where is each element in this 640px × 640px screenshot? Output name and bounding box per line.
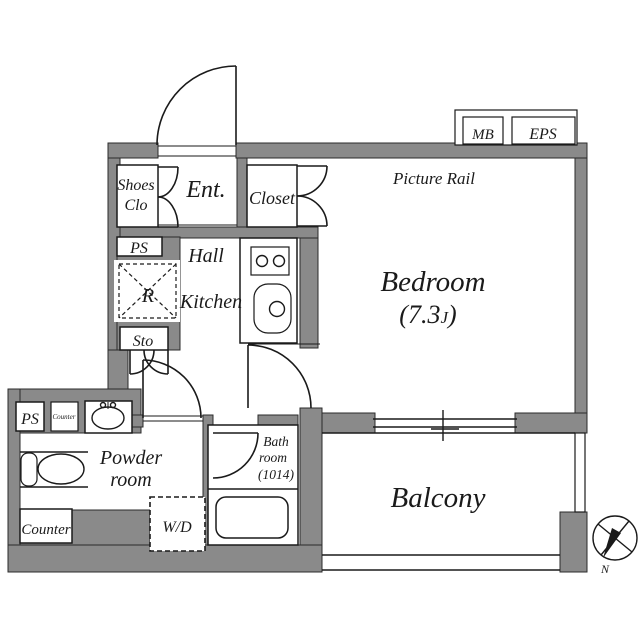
label-pipe-space-upper: PS — [129, 240, 148, 257]
closet-box — [246, 164, 298, 228]
compass — [592, 515, 638, 561]
label-storage: Sto — [133, 333, 153, 350]
wall-top-right — [235, 142, 588, 159]
stove-burner-left — [255, 254, 269, 268]
label-bath-3: (1014) — [258, 467, 294, 482]
bedroom-door-arc — [247, 344, 312, 409]
powder-fixtures — [20, 401, 125, 488]
shoes-door-leaves — [158, 166, 178, 228]
label-refrigerator: R — [141, 285, 154, 307]
label-powder-room-2: room — [110, 469, 151, 491]
storage-doors — [129, 349, 169, 375]
shoes-door-arc-bottom — [157, 196, 179, 228]
wall-band-under-closets — [119, 226, 319, 239]
closet-door-arc-top — [296, 165, 328, 197]
label-counter-lower: Counter — [21, 522, 70, 538]
faucet-handle-left — [99, 401, 107, 409]
label-compass-north: N — [600, 562, 610, 576]
powder-door-arc — [142, 359, 202, 419]
label-bedroom-size: (7.3J) — [399, 300, 456, 329]
entrance-door — [156, 65, 237, 157]
storage-door-arc-right — [143, 349, 169, 375]
entrance-door-arc — [156, 65, 237, 146]
label-kitchen: Kitchen — [179, 291, 242, 313]
refrigerator-dashed-box — [118, 263, 177, 319]
label-eps: EPS — [528, 126, 557, 143]
label-picture-rail: Picture Rail — [392, 169, 475, 188]
toilet-bowl — [37, 453, 85, 485]
pipe-space-lower-box — [15, 401, 45, 432]
closet-door-arc-bottom — [296, 195, 328, 227]
wall-ent-closet — [236, 157, 248, 229]
counter-upper-box — [50, 401, 79, 432]
label-shoes-closet-1: Shoes — [117, 177, 154, 194]
shoes-closet-box — [116, 164, 159, 228]
stove — [250, 246, 290, 276]
bathroom-door — [208, 432, 298, 490]
label-bath-2: room — [259, 450, 287, 465]
refrigerator-cross — [118, 263, 177, 319]
bathroom-door-arc — [212, 432, 259, 479]
label-balcony: Balcony — [390, 482, 485, 514]
bedroom-size-unit: J — [440, 308, 449, 327]
label-bedroom: Bedroom — [380, 266, 485, 298]
powder-room-door — [142, 359, 203, 422]
label-bath-1: Bath — [263, 434, 289, 449]
balcony-side-wall — [574, 432, 586, 513]
balcony-window — [373, 410, 517, 441]
wall-bedroom-bottom-right — [514, 412, 588, 434]
doors — [129, 65, 517, 490]
bedroom-size-prefix: (7.3 — [399, 300, 440, 329]
label-counter-upper: Counter — [53, 413, 76, 421]
pipe-space-upper-box — [116, 236, 163, 257]
toilet-tank — [20, 452, 38, 487]
wall-right — [574, 157, 588, 434]
eps-box — [511, 116, 576, 145]
label-meter-box: MB — [471, 127, 494, 143]
wall-bedroom-bottom-left — [321, 412, 376, 434]
label-pipe-space-lower: PS — [20, 411, 39, 428]
wall-balcony-end — [559, 511, 588, 573]
label-shoes-closet-2: Clo — [124, 197, 147, 214]
kitchen-sink-drain — [268, 300, 286, 318]
stove-burner-right — [272, 254, 286, 268]
wall-bedroom-left — [299, 237, 319, 349]
compass-circle — [592, 515, 638, 561]
faucet-handle-right — [109, 401, 117, 409]
storage-door-leaves — [129, 350, 169, 374]
wall-top-left — [107, 142, 159, 159]
bedroom-size-suffix: ) — [446, 300, 457, 329]
label-closet: Closet — [249, 188, 296, 208]
shoes-closet-doors — [157, 166, 179, 228]
closet-door-leaves — [297, 165, 327, 227]
label-hall: Hall — [187, 245, 224, 267]
label-washer-dryer: W/D — [162, 519, 192, 536]
compass-needle — [603, 528, 621, 558]
kitchen-sink — [253, 283, 292, 334]
meter-box — [462, 116, 504, 145]
labels: Shoes Clo Ent. Closet Picture Rail MB EP… — [20, 126, 610, 576]
bedroom-door — [247, 343, 320, 409]
label-entrance: Ent. — [185, 177, 225, 203]
counter-box — [19, 508, 73, 544]
label-powder-room-1: Powder — [99, 447, 162, 469]
walls — [7, 142, 588, 573]
storage-door-arc-left — [129, 349, 155, 375]
closet-doors — [296, 165, 328, 227]
washer-dryer-box — [149, 496, 206, 552]
fixture-boxes — [15, 109, 586, 552]
bathtub — [215, 496, 289, 539]
balcony-outline — [322, 432, 575, 571]
shoes-door-arc-top — [157, 166, 179, 198]
